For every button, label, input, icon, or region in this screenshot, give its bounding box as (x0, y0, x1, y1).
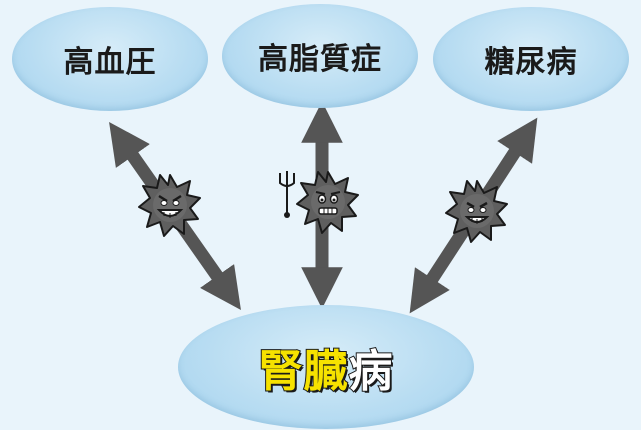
node-hyperlipidemia: 高脂質症 (222, 4, 418, 108)
germ-icon-left (138, 174, 201, 237)
node-hypertension-label: 高血圧 (63, 45, 157, 80)
disease-text: 病 (348, 345, 394, 398)
node-diabetes-label: 糖尿病 (484, 45, 578, 80)
kidney-highlight-text: 腎臓 (258, 345, 349, 398)
node-hyperlipidemia-label: 高脂質症 (258, 42, 382, 77)
node-kidney-disease-label: 腎臓病 (258, 335, 394, 399)
germ-icon-right (445, 180, 508, 243)
node-hypertension: 高血圧 (12, 7, 208, 111)
node-diabetes: 糖尿病 (433, 7, 629, 111)
node-kidney-disease: 腎臓病 (178, 305, 474, 429)
trident-icon (279, 171, 295, 218)
germ-icon-middle (296, 171, 359, 234)
